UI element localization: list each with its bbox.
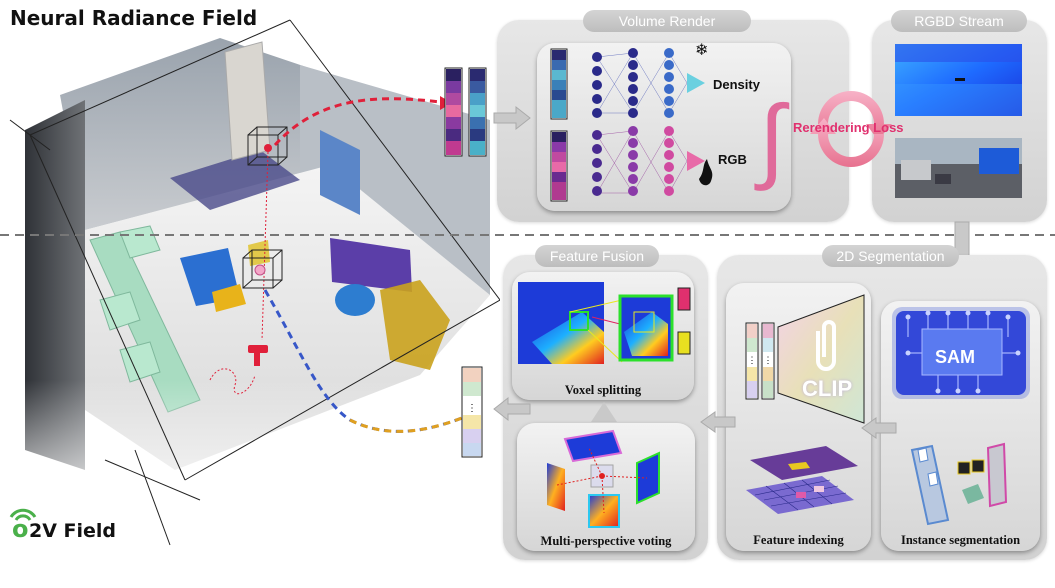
logo-wifi-icon	[9, 508, 37, 521]
density-label: Density	[713, 77, 760, 92]
feature-indexing-image	[746, 446, 858, 514]
feature-vector-bottom: ⋮	[461, 366, 483, 458]
clip-label: CLIP	[802, 376, 853, 401]
instance-segmentation-caption: Instance segmentation	[900, 533, 1021, 547]
feature-indexing-caption: Feature indexing	[753, 533, 844, 547]
volume-render-mlp: ❄ ∫	[550, 43, 790, 202]
section-divider	[0, 234, 1055, 236]
scene-illustration	[0, 19, 500, 546]
paperclip-icon	[816, 320, 836, 371]
volume-render-tab: Volume Render	[583, 10, 751, 32]
logo-text: 2V Field	[29, 520, 117, 542]
clip-image: ⋮ ⋮	[745, 294, 865, 424]
segmentation-tab: 2D Segmentation	[822, 245, 959, 267]
svg-text:⋮: ⋮	[467, 403, 477, 414]
voxel-splitting-caption: Voxel splitting	[564, 383, 642, 397]
arrow-to-volume-render	[493, 105, 531, 131]
feature-fusion-tab: Feature Fusion	[535, 245, 659, 267]
rerendering-loss-icon	[810, 91, 892, 167]
sam-label: SAM	[935, 347, 975, 367]
svg-text:⋮: ⋮	[764, 355, 773, 365]
page-title: Neural Radiance Field	[10, 6, 258, 30]
arrow-to-feature-vector	[493, 396, 531, 422]
arrow-up-fusion	[591, 402, 617, 422]
rgb-image	[895, 138, 1022, 198]
integral-icon: ∫	[754, 86, 790, 191]
flame-icon	[699, 159, 713, 186]
instance-segmentation-image	[910, 442, 1008, 526]
feature-vector-top	[444, 67, 487, 157]
arrow-clip-to-fusion	[700, 411, 736, 433]
snowflake-icon: ❄	[695, 43, 708, 59]
volume-render-inner	[537, 43, 791, 211]
voting-image	[547, 429, 660, 528]
svg-text:⋮: ⋮	[748, 355, 757, 365]
voxel-splitting-image	[518, 282, 691, 364]
rgb-label: RGB	[718, 152, 747, 167]
sam-chip	[892, 307, 1030, 399]
voting-caption: Multi-perspective voting	[540, 534, 672, 548]
logo-prefix: o	[12, 515, 29, 543]
depth-image	[895, 44, 1022, 116]
arrow-sam-to-clip	[861, 417, 897, 439]
rgbd-stream-tab: RGBD Stream	[891, 10, 1027, 32]
rerendering-loss-label: Rerendering Loss	[793, 120, 904, 135]
